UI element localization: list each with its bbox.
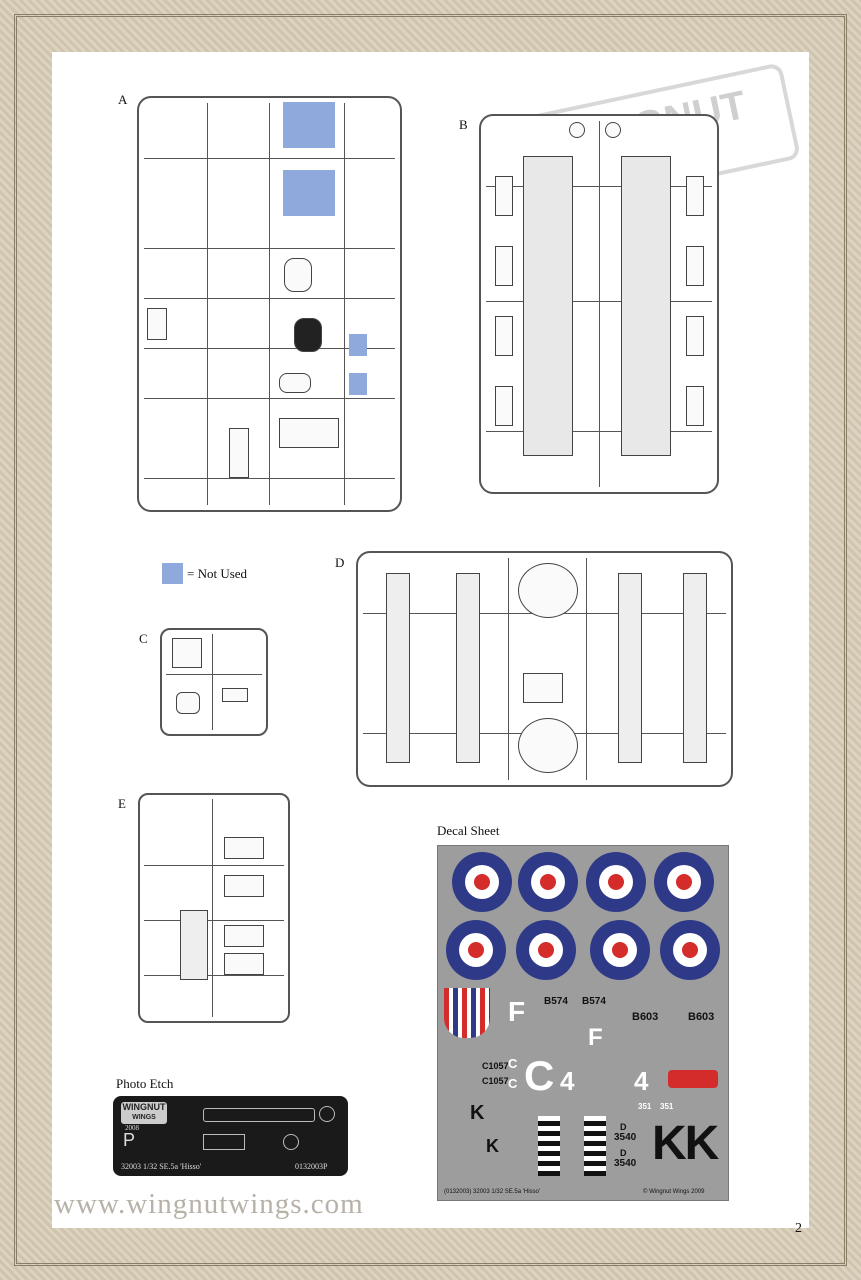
decal-kk: KK <box>652 1117 719 1170</box>
decal-f2: F <box>588 1024 603 1051</box>
decal-c1057a: C1057 <box>482 1061 509 1071</box>
decal-b574b: B574 <box>582 996 606 1007</box>
decal-b603a: B603 <box>632 1011 659 1023</box>
sprue-e <box>138 793 290 1023</box>
decal-b603b: B603 <box>688 1011 715 1023</box>
sprue-a <box>137 96 402 512</box>
decal-d-a: D <box>620 1122 627 1132</box>
etch-year: 2008 <box>125 1124 139 1132</box>
page-number: 2 <box>795 1221 802 1236</box>
decal-sheet: F B574 B574 B603 B603 F C1057 C1057 C C … <box>437 845 729 1201</box>
decal-c-small2: C <box>508 1076 518 1091</box>
sprue-c-label: C <box>139 631 148 646</box>
website-url: www.wingnutwings.com <box>54 1188 364 1220</box>
decal-c-big: C <box>524 1052 555 1099</box>
decal-footer-left: (0132003) 32003 1/32 SE.5a 'Hisso' <box>444 1189 541 1195</box>
decal-351a: 351 <box>638 1102 652 1111</box>
sprue-c <box>160 628 268 736</box>
decal-c-small1: C <box>508 1056 518 1071</box>
sprue-e-label: E <box>118 796 126 811</box>
sprue-b-label: B <box>459 117 468 132</box>
decal-four1: 4 <box>560 1066 575 1096</box>
decal-351b: 351 <box>660 1102 674 1111</box>
decal-3540a: 3540 <box>614 1132 637 1143</box>
photo-etch-heading: Photo Etch <box>116 1076 174 1091</box>
etch-bottom-left: 32003 1/32 SE.5a 'Hisso' <box>121 1162 202 1171</box>
sprue-d-label: D <box>335 555 345 570</box>
sprue-d <box>356 551 733 787</box>
decal-heading: Decal Sheet <box>437 823 500 838</box>
decal-f1: F <box>508 996 526 1027</box>
decal-k2: K <box>486 1136 499 1156</box>
etch-bottom-right: 0132003P <box>295 1162 328 1171</box>
decal-footer-right: © Wingnut Wings 2009 <box>643 1189 705 1195</box>
sprue-a-label: A <box>118 92 128 107</box>
sprue-b <box>479 114 719 494</box>
etch-letter: P <box>123 1130 136 1150</box>
decal-b574a: B574 <box>544 996 568 1007</box>
etch-logo-bottom: WINGS <box>132 1114 156 1121</box>
decal-k1: K <box>470 1102 485 1124</box>
decal-d-b: D <box>620 1148 627 1158</box>
not-used-legend: = Not Used <box>187 566 248 581</box>
not-used-swatch <box>162 563 183 584</box>
decal-3540b: 3540 <box>614 1158 637 1169</box>
decal-four2: 4 <box>634 1066 649 1096</box>
decal-c1057b: C1057 <box>482 1076 509 1086</box>
etch-logo-top: WINGNUT <box>122 1102 166 1112</box>
photo-etch-fret: WINGNUT WINGS 2008 P 32003 1/32 SE.5a 'H… <box>113 1096 348 1176</box>
